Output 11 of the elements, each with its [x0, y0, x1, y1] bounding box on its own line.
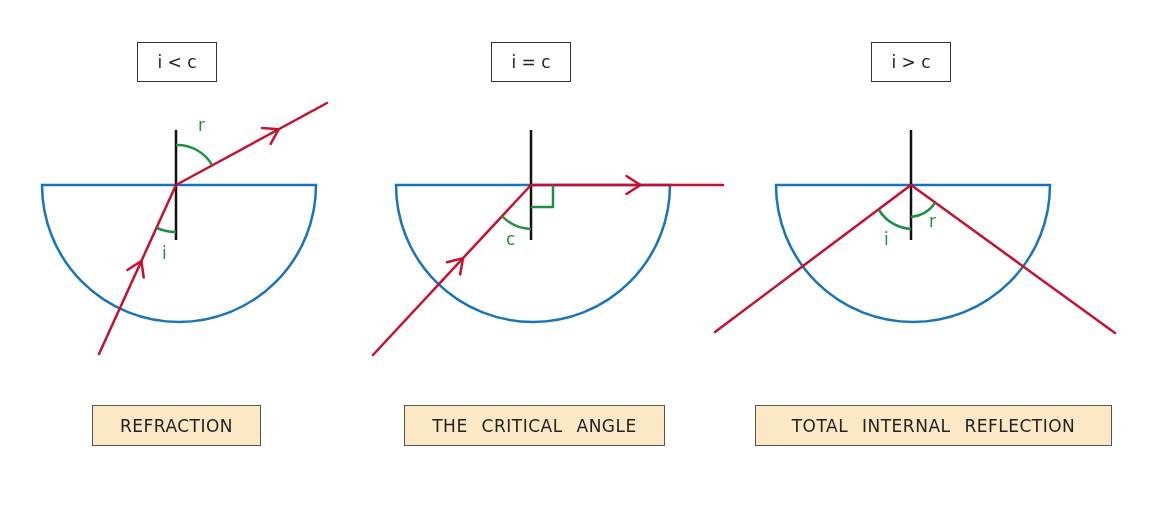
- angle-label: c: [506, 230, 516, 248]
- angle-label: r: [198, 116, 205, 134]
- condition-box: i > c: [871, 42, 951, 82]
- angle-label: r: [929, 212, 936, 230]
- angle-label: i: [162, 244, 167, 262]
- title-box: THE CRITICAL ANGLE: [404, 405, 665, 446]
- title-box: TOTAL INTERNAL REFLECTION: [755, 405, 1112, 446]
- condition-box: i < c: [137, 42, 217, 82]
- angle-label: i: [884, 230, 889, 248]
- title-box: REFRACTION: [92, 405, 261, 446]
- condition-box: i = c: [491, 42, 571, 82]
